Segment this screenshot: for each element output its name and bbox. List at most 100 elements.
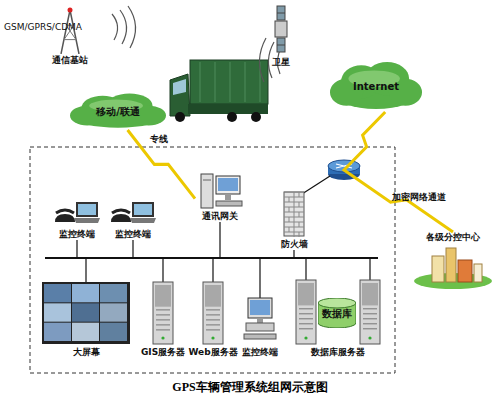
building <box>474 264 482 282</box>
icon-group <box>296 280 380 344</box>
satellite-node: 卫星 <box>256 4 306 68</box>
server-vent <box>299 323 313 324</box>
terminal-node: 监控终端 <box>108 198 158 240</box>
server-case <box>360 280 380 344</box>
wire <box>219 222 220 258</box>
dashed-boundary <box>30 147 395 373</box>
phone-handset <box>112 210 130 213</box>
node-label: 卫星 <box>256 57 306 68</box>
server-vent <box>156 309 170 310</box>
brick-joint <box>289 227 290 232</box>
wire <box>369 258 370 280</box>
server-node: Web服务器 <box>188 278 238 358</box>
server-case <box>203 282 223 344</box>
monitor-screen <box>218 178 238 191</box>
truck-wheel <box>227 112 237 122</box>
wire <box>302 176 330 194</box>
link-label: 加密网络通道 <box>392 192 446 203</box>
brick-joint <box>294 232 295 237</box>
truck-wheel <box>251 112 261 122</box>
terminal-icon <box>52 198 102 228</box>
truck-panel-line <box>230 62 231 102</box>
panel-grid <box>277 45 285 46</box>
icon-group <box>42 282 130 344</box>
video-tile <box>100 303 127 321</box>
brick-joint <box>294 192 295 197</box>
brick-joint <box>289 207 290 212</box>
building <box>458 260 472 282</box>
building <box>446 248 456 282</box>
brick-joint <box>294 222 295 227</box>
server-vent <box>206 319 220 320</box>
server-vent <box>156 314 170 315</box>
satellite-body <box>275 21 287 37</box>
database-top <box>318 298 356 308</box>
brick-joint <box>299 192 300 197</box>
video-tile <box>72 284 99 302</box>
firewall-node: 防火墙 <box>272 190 316 250</box>
video-tile <box>72 303 99 321</box>
server-vent <box>299 308 313 309</box>
server-led <box>211 336 214 339</box>
server-panel <box>205 285 221 307</box>
node-label: 大屏幕 <box>40 347 132 358</box>
video-tile <box>100 323 127 341</box>
node-label: 各级分控中心 <box>410 232 496 243</box>
server-vent <box>156 329 170 330</box>
tower-node: 通信基站 <box>40 6 100 66</box>
icon-group <box>284 192 304 237</box>
truck-cab <box>170 74 190 116</box>
terminal-node: 监控终端 <box>52 198 102 240</box>
truck-panel-line <box>200 62 201 102</box>
node-label: Web服务器 <box>188 347 238 358</box>
video-tile <box>72 323 99 341</box>
truck-panel-line <box>215 62 216 102</box>
wire <box>305 258 306 280</box>
truck-window <box>173 79 186 95</box>
server-icon <box>138 278 188 346</box>
keyboard <box>216 201 242 206</box>
wire <box>293 250 294 258</box>
wire <box>132 240 133 258</box>
lightning-link <box>344 112 453 232</box>
network-type-label: GSM/GPRS/CDMA <box>4 22 82 33</box>
video-tile <box>100 284 127 302</box>
video-tile <box>44 323 71 341</box>
keyboard <box>244 334 276 339</box>
node-label: Internet <box>330 81 422 92</box>
panel-grid <box>277 13 285 14</box>
figure-caption: GPS车辆管理系统组网示意图 <box>0 379 500 396</box>
server-vent <box>299 313 313 314</box>
node-label: 通信基站 <box>40 55 100 66</box>
building <box>432 256 444 282</box>
brick-joint <box>289 217 290 222</box>
laptop-lid <box>132 202 154 217</box>
wire <box>212 258 213 282</box>
cloud-node: 移动/联通 <box>70 92 166 130</box>
radio-wave <box>259 38 266 82</box>
truck-panel-line <box>245 62 246 102</box>
laptop-screen <box>78 204 96 215</box>
monitor <box>248 298 272 318</box>
server-led <box>304 336 307 339</box>
solar-panel <box>277 38 285 52</box>
server-led <box>161 336 164 339</box>
laptop-base <box>74 218 100 223</box>
pc-tower <box>201 174 213 208</box>
video-tile <box>44 303 71 321</box>
laptop-screen <box>134 204 152 215</box>
node-label: 监控终端 <box>52 229 102 240</box>
laptop-lid <box>76 202 98 217</box>
center-icon <box>410 244 496 290</box>
dbserver-node: 数据库数据库服务器 <box>292 276 384 358</box>
server-led <box>368 336 371 339</box>
server-vent <box>363 323 377 324</box>
server-vent <box>206 324 220 325</box>
screen-node: 大屏幕 <box>40 280 132 358</box>
truck-wheel <box>175 112 185 122</box>
node-label: 通讯网关 <box>195 211 245 222</box>
server-icon <box>188 278 238 346</box>
server-panel <box>155 285 171 307</box>
brick-joint <box>294 227 295 232</box>
brick-joint <box>299 222 300 227</box>
